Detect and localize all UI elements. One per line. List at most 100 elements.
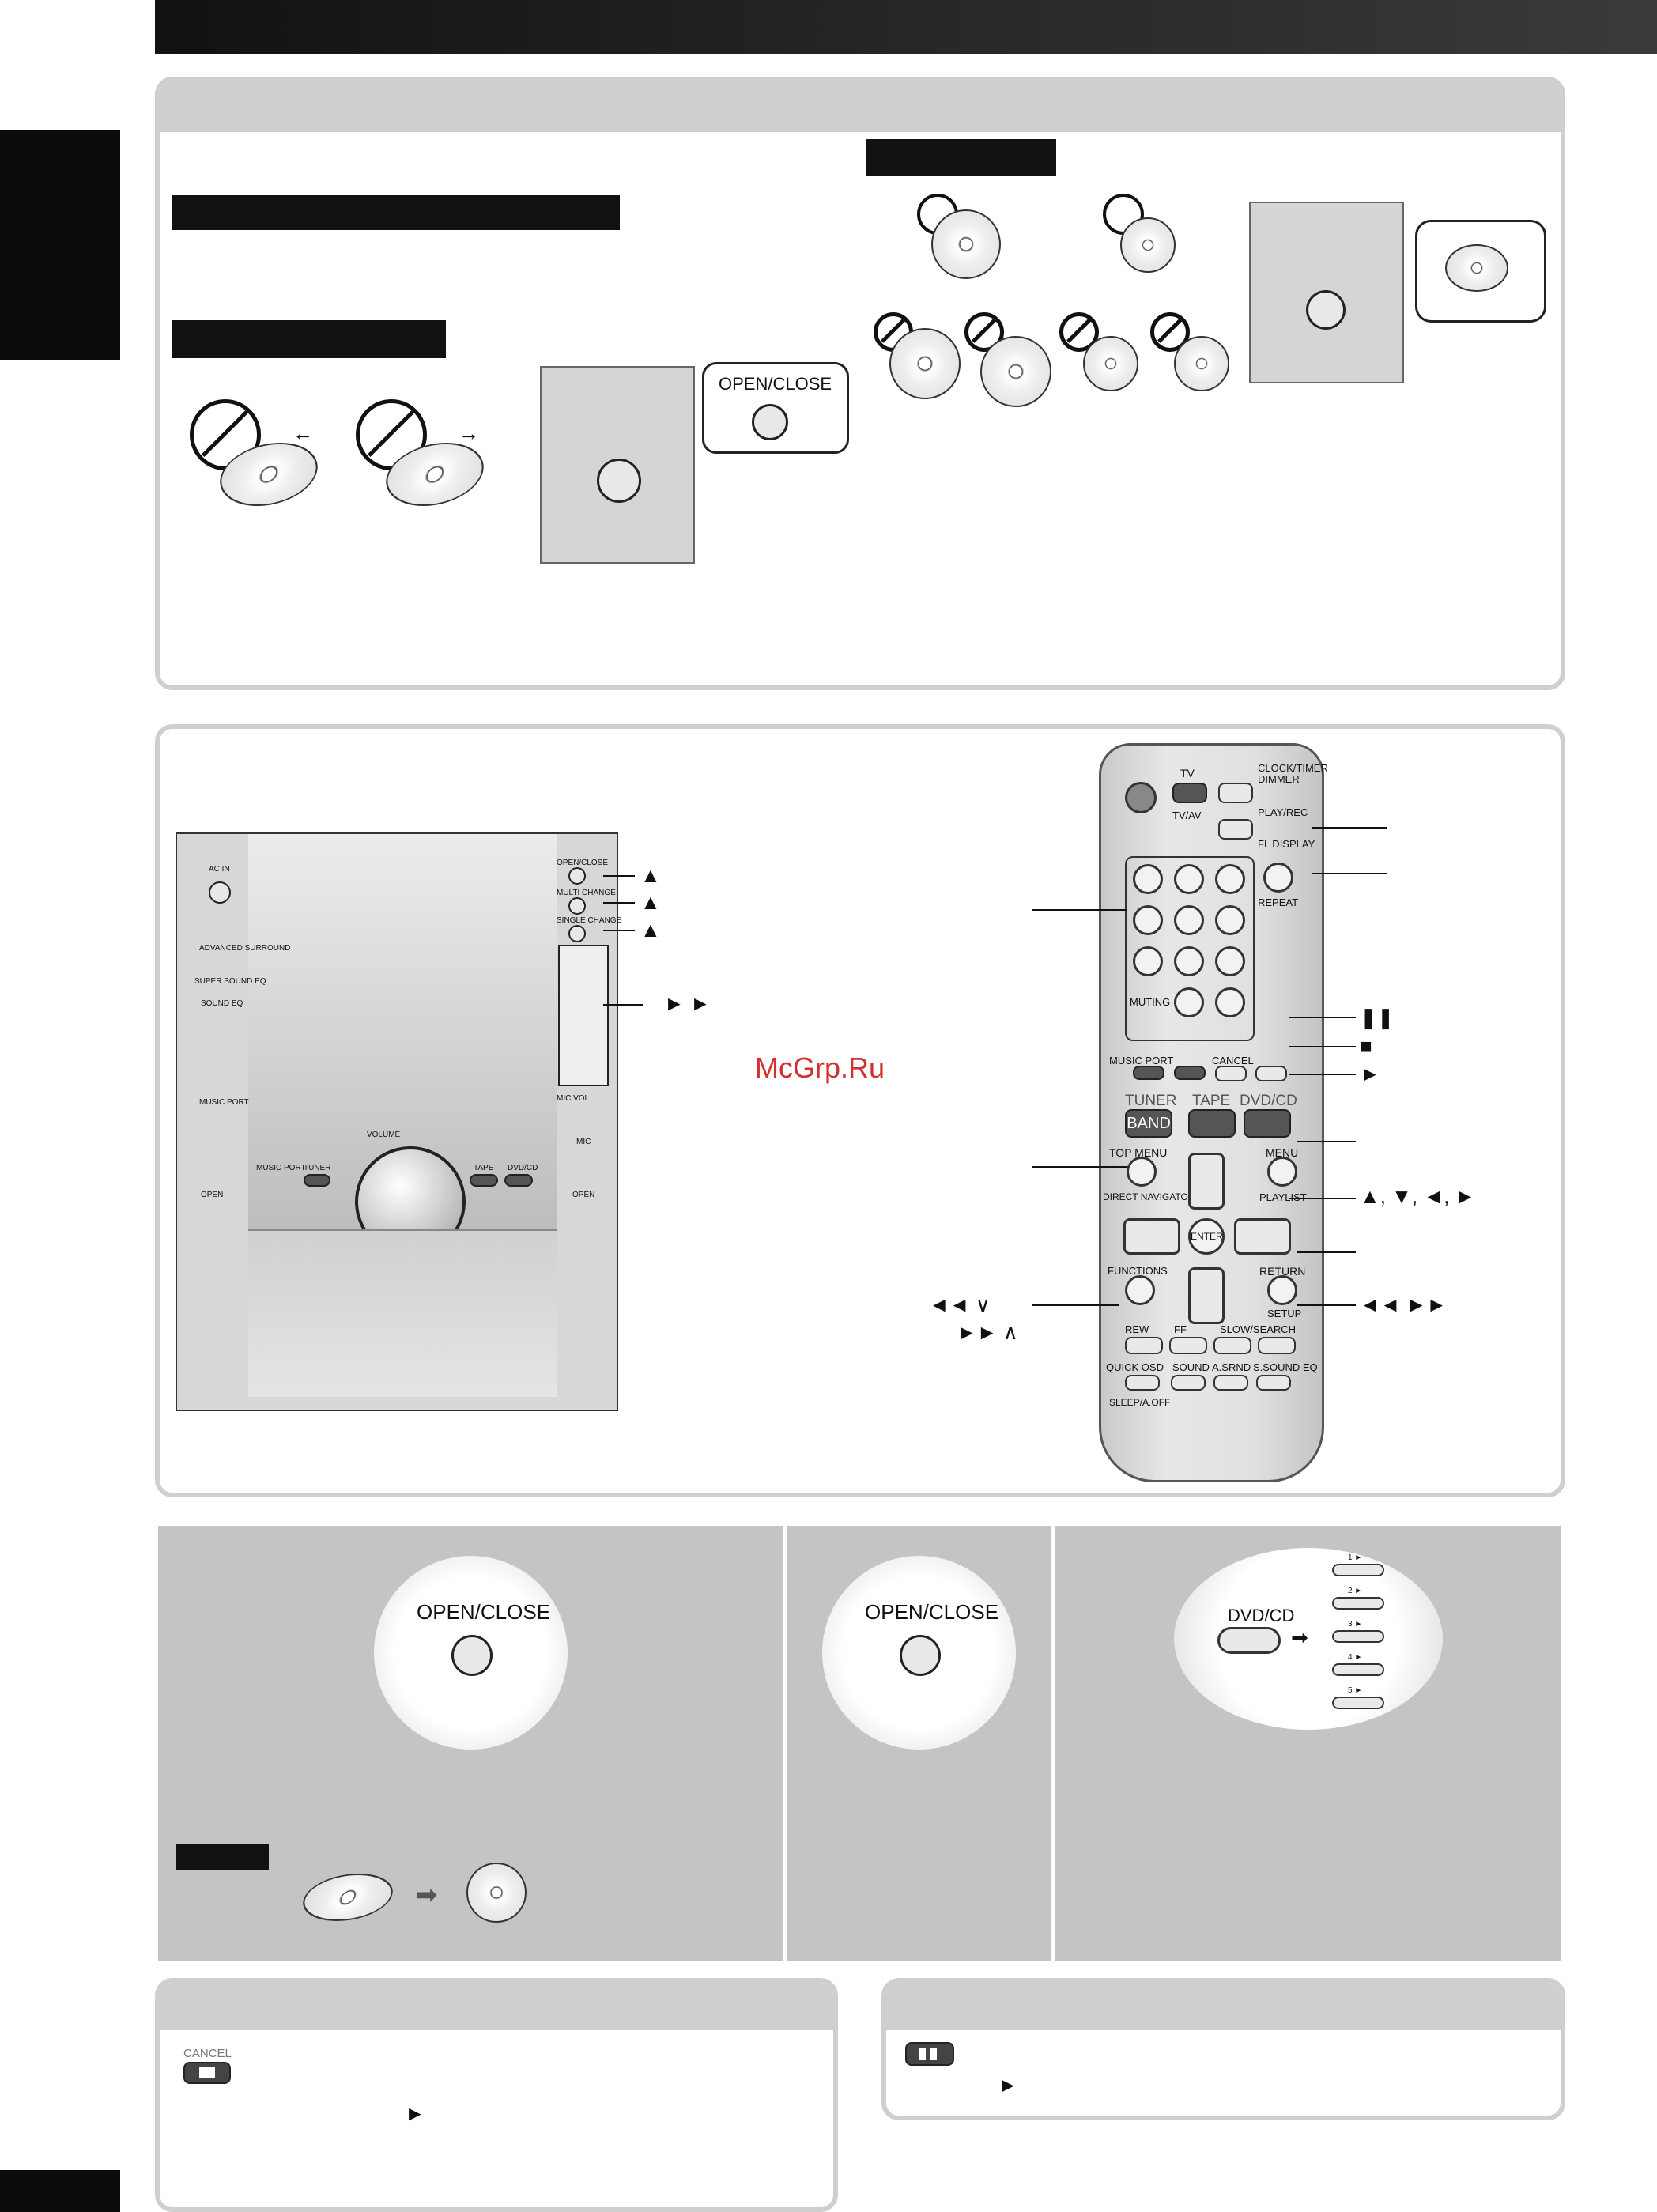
single-change-button[interactable] [568,925,586,942]
tray-1-button[interactable] [1332,1564,1384,1576]
direct-navigator-label: DIRECT NAVIGATOR [1103,1191,1195,1202]
num-button[interactable] [1174,905,1204,935]
main-unit-front: AC IN ADVANCED SURROUND SUPER SOUND EQ S… [176,832,621,1411]
num-button[interactable] [1174,864,1204,894]
fl-display-label: FL DISPLAY [1258,838,1315,850]
skip-forward-button[interactable] [1169,1337,1207,1354]
note-heading-bar [176,1844,269,1870]
band-button[interactable] [304,1174,330,1187]
tv-volume-up-button[interactable] [1218,783,1253,803]
skip-back-symbols: ◄◄ ∨ [929,1293,991,1316]
s-sound-eq-label: S.SOUND EQ [1253,1361,1318,1373]
playlist-label: PLAYLIST [1259,1191,1307,1203]
eject-button-icon [752,404,788,440]
power-button[interactable] [1125,782,1157,813]
tape-label: TAPE [1192,1093,1231,1109]
power-button[interactable] [209,881,231,904]
tuner-button-label: TUNER [304,1164,331,1172]
dvdcd-play-button[interactable] [1217,1627,1281,1654]
disc-ng-illustration [1150,312,1237,411]
num-button[interactable] [1174,987,1204,1017]
num-button[interactable] [1174,946,1204,976]
dvdcd-play-button[interactable] [1244,1109,1291,1138]
volume-knob [597,459,641,503]
tray-4-label: 4 ► [1348,1653,1363,1662]
enter-button[interactable]: ENTER [1188,1218,1225,1255]
sound-button[interactable] [1171,1375,1206,1391]
eject-button[interactable] [568,867,586,885]
s-sound-eq-button[interactable] [1256,1375,1291,1391]
menu-button[interactable] [1267,1157,1297,1187]
open-close-callout: OPEN/CLOSE [702,362,849,454]
tray-4-button[interactable] [1332,1663,1384,1676]
tray-2-button[interactable] [1332,1597,1384,1610]
tray-select-buttons[interactable] [558,945,609,1086]
tv-power-button[interactable] [1172,783,1207,803]
open-close-unit-label: OPEN/CLOSE [557,859,609,867]
callout-line [1032,1166,1127,1168]
skip-back-button[interactable] [1125,1337,1163,1354]
open-right-label: OPEN [572,1191,595,1199]
mic-label: MIC [576,1138,591,1146]
stop-symbol-icon [199,2067,215,2078]
num-button[interactable] [1133,905,1163,935]
callout-line [1312,827,1387,829]
num-button[interactable] [1215,864,1245,894]
a-srnd-button[interactable] [1213,1375,1248,1391]
return-button[interactable] [1267,1275,1297,1305]
num-button[interactable] [1133,946,1163,976]
quick-osd-button[interactable] [1125,1375,1160,1391]
page-number-tab [0,2170,120,2212]
sound-eq-label: SOUND EQ [201,999,243,1008]
tape-button[interactable] [470,1174,498,1187]
music-port-button[interactable] [1133,1066,1164,1080]
disc-ok-illustration [917,194,1004,281]
sleep-label: SLEEP/A.OFF [1109,1397,1171,1408]
pause-button-icon [905,2042,954,2066]
open-close-zoom: OPEN/CLOSE [822,1556,1016,1750]
tray-callout [1415,220,1546,323]
tv-volume-down-button[interactable] [1218,819,1253,840]
top-menu-button[interactable] [1127,1157,1157,1187]
play-symbols: ► ► [664,991,711,1015]
cursor-down-button[interactable] [1188,1267,1225,1324]
cursor-right-button[interactable] [1234,1218,1291,1255]
tray-5-button[interactable] [1332,1697,1384,1709]
multi-change-button[interactable] [568,897,586,915]
tv-av-label: TV/AV [1172,810,1202,821]
num-button[interactable] [1215,905,1245,935]
callout-line [603,1004,643,1006]
tray-3-button[interactable] [1332,1630,1384,1643]
music-port-jack-label: MUSIC PORT [199,1098,249,1107]
cancel-label: CANCEL [1212,1055,1254,1066]
band-button[interactable]: BAND [1125,1109,1172,1138]
pause-button[interactable] [1255,1066,1287,1081]
cursor-left-button[interactable] [1123,1218,1180,1255]
tray-2-label: 2 ► [1348,1587,1363,1595]
dvdcd-play-button[interactable] [504,1174,533,1187]
play-mode-button[interactable] [1174,1066,1206,1080]
functions-button[interactable] [1125,1275,1155,1305]
disc-ng-illustration [964,312,1051,411]
search-forward-button[interactable] [1258,1337,1296,1354]
repeat-button[interactable] [1263,863,1293,893]
menu-label: MENU [1266,1146,1299,1159]
tray-5-label: 5 ► [1348,1686,1363,1695]
advanced-surround-label: ADVANCED SURROUND [199,944,291,953]
num-button[interactable] [1215,946,1245,976]
mic-vol-label: MIC VOL [557,1094,590,1103]
setup-label: SETUP [1267,1308,1302,1319]
stop-button[interactable] [1215,1066,1247,1081]
search-back-button[interactable] [1213,1337,1251,1354]
num-button[interactable] [1215,987,1245,1017]
num-button[interactable] [1133,864,1163,894]
stereo-unit-illustration [1249,202,1404,383]
tape-play-button[interactable] [1188,1109,1236,1138]
slow-search-label: SLOW/SEARCH [1220,1323,1297,1335]
eject-button[interactable] [900,1635,941,1676]
cursor-up-button[interactable] [1188,1153,1225,1210]
disc-ok-illustration [1103,194,1190,281]
tuner-label: TUNER [1125,1093,1177,1109]
play-symbol: ► [405,2101,425,2125]
eject-button[interactable] [451,1635,493,1676]
